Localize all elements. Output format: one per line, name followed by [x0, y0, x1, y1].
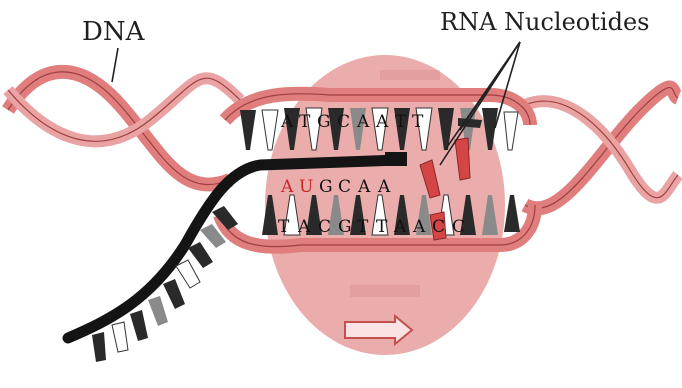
coding-base-1: A: [297, 217, 311, 237]
coding-base-7: A: [412, 217, 426, 237]
coding-base-2: C: [318, 217, 331, 237]
rna-base-4: A: [357, 177, 371, 197]
template-base-2: G: [317, 112, 331, 132]
template-base-1: T: [299, 112, 311, 132]
coding-base-9: C: [452, 217, 465, 237]
rna-strand-end-cap: [385, 152, 407, 166]
coding-base-6: A: [393, 217, 407, 237]
coding-base-4: T: [357, 217, 369, 237]
dna-label: DNA: [82, 17, 146, 47]
template-base-3: C: [337, 112, 350, 132]
rna-tail-bases: [92, 206, 238, 362]
coding-base-8: C: [432, 217, 445, 237]
rna-base-1: U: [299, 177, 313, 197]
rna-base-0: A: [280, 177, 294, 197]
coding-base-3: G: [338, 217, 352, 237]
template-base-4: A: [356, 112, 370, 132]
rna-nucleotides-label: RNA Nucleotides: [440, 8, 649, 36]
rna-base-3: C: [338, 177, 351, 197]
template-base-5: A: [375, 112, 389, 132]
template-base-7: T: [412, 112, 424, 132]
rna-base-2: G: [319, 177, 333, 197]
rna-base-5: A: [377, 177, 391, 197]
coding-base-0: T: [278, 217, 290, 237]
coding-base-5: T: [376, 217, 388, 237]
template-base-0: A: [280, 112, 294, 132]
template-base-6: T: [395, 112, 407, 132]
dna-label-leader: [112, 48, 118, 82]
